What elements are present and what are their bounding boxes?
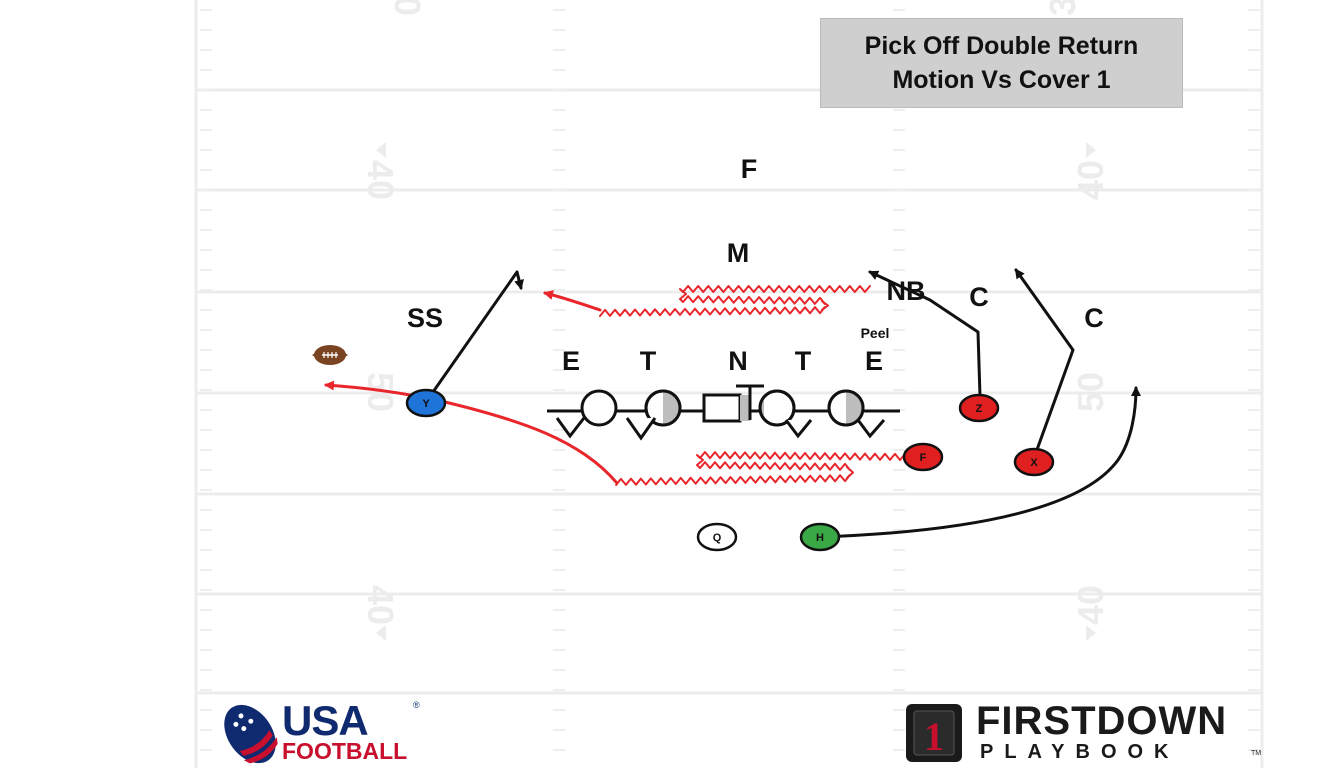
firstdown-badge-number: 1 <box>924 714 944 759</box>
offense-players: Y Z X F Q H <box>405 388 1055 552</box>
player-x-label: X <box>1030 457 1038 469</box>
defense-labels: F M SS NB C C E T N T E Peel <box>407 154 1104 376</box>
yard-number-left-40b: 40 <box>360 585 401 625</box>
play-title-line-1: Pick Off Double Return <box>864 32 1139 60</box>
defender-e-right: E <box>865 346 883 376</box>
route-x-black <box>1014 268 1075 460</box>
football-icon <box>312 345 348 365</box>
route-y-red-return <box>324 380 618 484</box>
offensive-line <box>547 384 900 441</box>
hash-marks <box>200 9 1260 751</box>
defender-t-left: T <box>640 346 657 376</box>
route-top-arrow <box>543 290 602 312</box>
player-y: Y <box>405 388 447 418</box>
firstdown-badge-icon: 1 <box>906 704 962 762</box>
usa-logo-subtext: FOOTBALL <box>282 738 408 764</box>
player-h: H <box>799 522 841 552</box>
lineman-lt <box>580 389 618 427</box>
defender-c-right: C <box>1084 303 1104 333</box>
defender-t-right: T <box>795 346 812 376</box>
yard-number-left-40a: 40 <box>360 160 401 200</box>
player-h-label: H <box>816 532 824 544</box>
player-f-label: F <box>920 452 927 464</box>
play-title-line-2: Motion Vs Cover 1 <box>892 66 1111 94</box>
usa-football-ball-icon <box>224 704 278 764</box>
player-x: X <box>1013 447 1055 477</box>
firstdown-logo-text: FIRSTDOWN <box>976 699 1228 743</box>
player-q: Q <box>696 522 738 552</box>
yard-number-right-40b: 40 <box>1070 585 1111 625</box>
player-z: Z <box>958 393 1000 423</box>
defender-f: F <box>741 154 758 184</box>
route-z-black <box>868 270 982 398</box>
player-f: F <box>902 442 944 472</box>
yard-numbers: 0 40 50 40 3 40 50 40 <box>360 0 1111 625</box>
usa-logo-registered: ® <box>413 700 420 710</box>
usa-logo-text: USA <box>282 697 369 744</box>
yard-number-right-50: 50 <box>1070 372 1111 412</box>
firstdown-trademark: TM <box>1251 750 1262 757</box>
yard-number-right-top: 3 <box>1042 0 1083 16</box>
field-lines <box>194 0 1264 768</box>
player-q-label: Q <box>713 532 722 544</box>
routes <box>324 268 1141 539</box>
yard-arrows <box>376 142 1096 641</box>
defender-n: N <box>728 346 748 376</box>
route-f-zigzag-bottom <box>615 451 906 486</box>
route-peel-zigzag-top <box>599 285 871 317</box>
defender-c-left: C <box>969 282 989 312</box>
yard-number-right-40a: 40 <box>1070 160 1111 200</box>
lineman-center <box>702 393 742 423</box>
defender-m: M <box>727 238 750 268</box>
usa-football-logo: USA ® FOOTBALL <box>220 698 430 768</box>
defender-nb: NB <box>887 276 926 306</box>
player-z-label: Z <box>976 403 983 415</box>
defender-ss: SS <box>407 303 443 333</box>
peel-annotation: Peel <box>861 325 890 341</box>
play-title-box: Pick Off Double Return Motion Vs Cover 1 <box>820 18 1183 108</box>
defender-e-left: E <box>562 346 580 376</box>
yard-number-left-top: 0 <box>387 0 428 16</box>
player-y-label: Y <box>422 398 430 410</box>
playbook-logo-text: PLAYBOOK <box>980 741 1180 763</box>
route-h-black <box>818 386 1141 539</box>
route-y-black-block <box>424 270 524 404</box>
firstdown-playbook-logo: 1 FIRSTDOWN PLAYBOOK TM <box>904 700 1264 768</box>
